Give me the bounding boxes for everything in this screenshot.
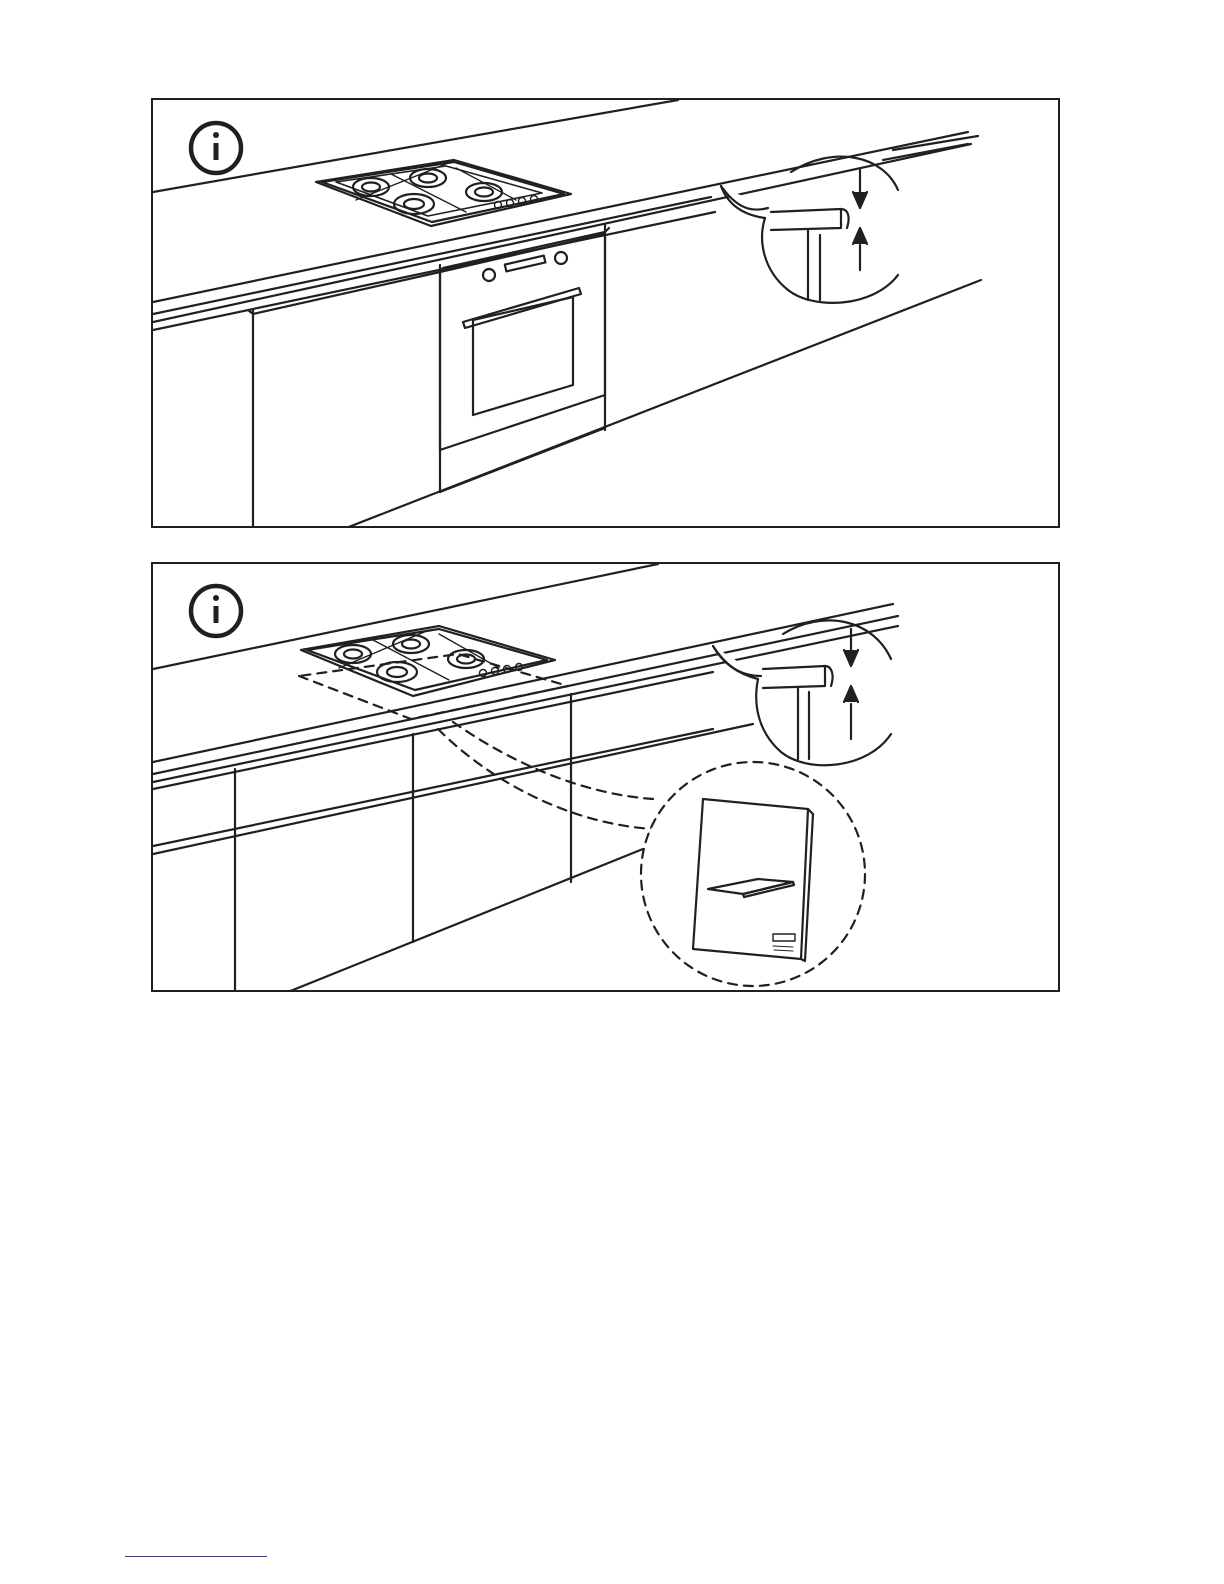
manual-booklet-callout bbox=[641, 762, 865, 986]
oven-knob-left bbox=[483, 269, 495, 281]
info-icon bbox=[191, 123, 241, 173]
info-icon bbox=[191, 586, 241, 636]
countertop-back-edge bbox=[153, 100, 678, 192]
footer-link-underline[interactable] bbox=[125, 1556, 267, 1557]
edge-thickness-detail bbox=[713, 620, 891, 765]
gas-hob bbox=[316, 160, 571, 226]
oven-front bbox=[440, 234, 605, 450]
plinth-line bbox=[341, 280, 981, 528]
gas-hob bbox=[301, 626, 555, 696]
illustration-panel-hob-and-oven bbox=[151, 98, 1060, 528]
manual-booklet bbox=[693, 799, 808, 959]
oven-display bbox=[505, 256, 546, 272]
illustration-panel-hob-and-manual bbox=[151, 562, 1060, 992]
oven-knob-right bbox=[555, 252, 567, 264]
hob-manual-illustration bbox=[153, 564, 1060, 992]
plinth-line bbox=[283, 849, 643, 992]
hob-oven-illustration bbox=[153, 100, 1060, 528]
